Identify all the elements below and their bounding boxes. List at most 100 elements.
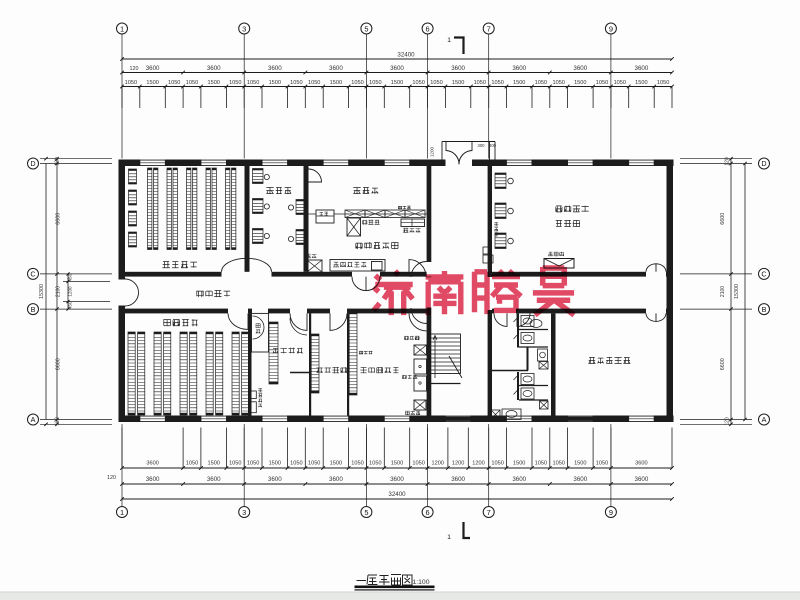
svg-text:1050: 1050 [491, 461, 503, 467]
svg-text:3600: 3600 [635, 476, 649, 483]
svg-text:1050: 1050 [491, 80, 503, 86]
svg-text:1200: 1200 [68, 286, 73, 297]
svg-text:1050: 1050 [308, 461, 320, 467]
svg-text:B: B [31, 305, 36, 314]
svg-text:C: C [761, 270, 766, 279]
svg-text:1: 1 [447, 37, 451, 44]
svg-text:C: C [30, 270, 35, 279]
svg-text:450: 450 [68, 273, 73, 281]
svg-text:32400: 32400 [388, 491, 406, 498]
svg-text:3600: 3600 [451, 476, 465, 483]
svg-text:15300: 15300 [39, 284, 45, 299]
svg-text:1200: 1200 [472, 461, 484, 467]
svg-text:9: 9 [609, 24, 613, 33]
svg-text:6600: 6600 [720, 213, 726, 225]
svg-text:1050: 1050 [369, 461, 381, 467]
svg-text:1500: 1500 [330, 80, 342, 86]
svg-text:6: 6 [426, 24, 430, 33]
svg-text:3600: 3600 [512, 476, 526, 483]
svg-text:1050: 1050 [535, 461, 547, 467]
svg-text:1050: 1050 [596, 80, 608, 86]
svg-text:2100: 2100 [720, 286, 726, 297]
svg-text:1:100: 1:100 [412, 579, 429, 586]
svg-text:1050: 1050 [351, 80, 363, 86]
svg-text:6: 6 [426, 508, 430, 517]
svg-text:120: 120 [55, 157, 61, 166]
svg-text:6600: 6600 [55, 213, 61, 225]
svg-text:1200: 1200 [452, 461, 464, 467]
svg-text:7: 7 [487, 24, 491, 33]
svg-text:3600: 3600 [573, 476, 587, 483]
svg-text:1500: 1500 [574, 461, 586, 467]
svg-text:300: 300 [489, 143, 497, 148]
svg-text:1050: 1050 [614, 80, 626, 86]
svg-text:3600: 3600 [268, 65, 282, 72]
svg-text:1500: 1500 [452, 80, 464, 86]
svg-text:D: D [30, 159, 35, 168]
svg-text:3600: 3600 [329, 65, 343, 72]
svg-text:1: 1 [120, 24, 124, 33]
svg-text:1050: 1050 [552, 461, 564, 467]
svg-text:120: 120 [130, 66, 139, 72]
svg-text:3600: 3600 [451, 65, 465, 72]
svg-text:5: 5 [364, 24, 368, 33]
svg-text:120: 120 [107, 475, 116, 481]
svg-text:1500: 1500 [330, 461, 342, 467]
svg-text:3600: 3600 [512, 65, 526, 72]
svg-text:1500: 1500 [146, 80, 158, 86]
svg-text:1500: 1500 [391, 461, 403, 467]
svg-text:1500: 1500 [574, 80, 586, 86]
svg-text:1050: 1050 [186, 80, 198, 86]
svg-text:1: 1 [447, 534, 451, 541]
svg-text:1050: 1050 [247, 80, 259, 86]
svg-text:1050: 1050 [229, 461, 241, 467]
svg-text:120: 120 [725, 157, 731, 166]
svg-text:1500: 1500 [635, 80, 647, 86]
svg-text:1050: 1050 [535, 80, 547, 86]
svg-text:1050: 1050 [474, 80, 486, 86]
svg-text:1050: 1050 [369, 80, 381, 86]
svg-text:1500: 1500 [207, 461, 219, 467]
svg-text:1500: 1500 [269, 80, 281, 86]
svg-text:3600: 3600 [207, 65, 221, 72]
svg-text:32400: 32400 [397, 52, 415, 59]
svg-text:A: A [762, 415, 767, 424]
svg-text:1050: 1050 [290, 80, 302, 86]
svg-text:3600: 3600 [329, 476, 343, 483]
svg-text:3600: 3600 [146, 476, 160, 483]
svg-text:1050: 1050 [308, 80, 320, 86]
svg-text:120: 120 [725, 417, 731, 426]
svg-text:1050: 1050 [552, 80, 564, 86]
svg-text:3600: 3600 [573, 65, 587, 72]
svg-text:1050: 1050 [351, 461, 363, 467]
svg-text:5: 5 [364, 508, 368, 517]
svg-text:3600: 3600 [390, 65, 404, 72]
svg-text:3600: 3600 [635, 65, 649, 72]
svg-text:6600: 6600 [720, 358, 726, 370]
svg-text:A: A [31, 415, 36, 424]
svg-text:9: 9 [609, 508, 613, 517]
svg-text:1050: 1050 [290, 461, 302, 467]
svg-text:1050: 1050 [186, 461, 198, 467]
svg-text:1500: 1500 [513, 80, 525, 86]
svg-text:1500: 1500 [513, 461, 525, 467]
svg-text:D: D [761, 159, 766, 168]
svg-text:3600: 3600 [207, 476, 221, 483]
svg-text:15300: 15300 [734, 284, 740, 299]
svg-text:1050: 1050 [229, 80, 241, 86]
svg-text:1200: 1200 [431, 461, 443, 467]
svg-text:2100: 2100 [56, 286, 62, 297]
svg-text:1500: 1500 [269, 461, 281, 467]
svg-text:1050: 1050 [412, 80, 424, 86]
svg-text:7: 7 [487, 508, 491, 517]
svg-text:3: 3 [242, 24, 246, 33]
svg-text:300: 300 [478, 143, 486, 148]
svg-text:1050: 1050 [125, 80, 137, 86]
svg-text:1050: 1050 [412, 461, 424, 467]
svg-text:3600: 3600 [146, 65, 160, 72]
svg-text:1050: 1050 [247, 461, 259, 467]
svg-text:3: 3 [242, 508, 246, 517]
svg-text:3600: 3600 [268, 476, 282, 483]
svg-text:120: 120 [55, 417, 61, 426]
svg-text:1500: 1500 [207, 80, 219, 86]
